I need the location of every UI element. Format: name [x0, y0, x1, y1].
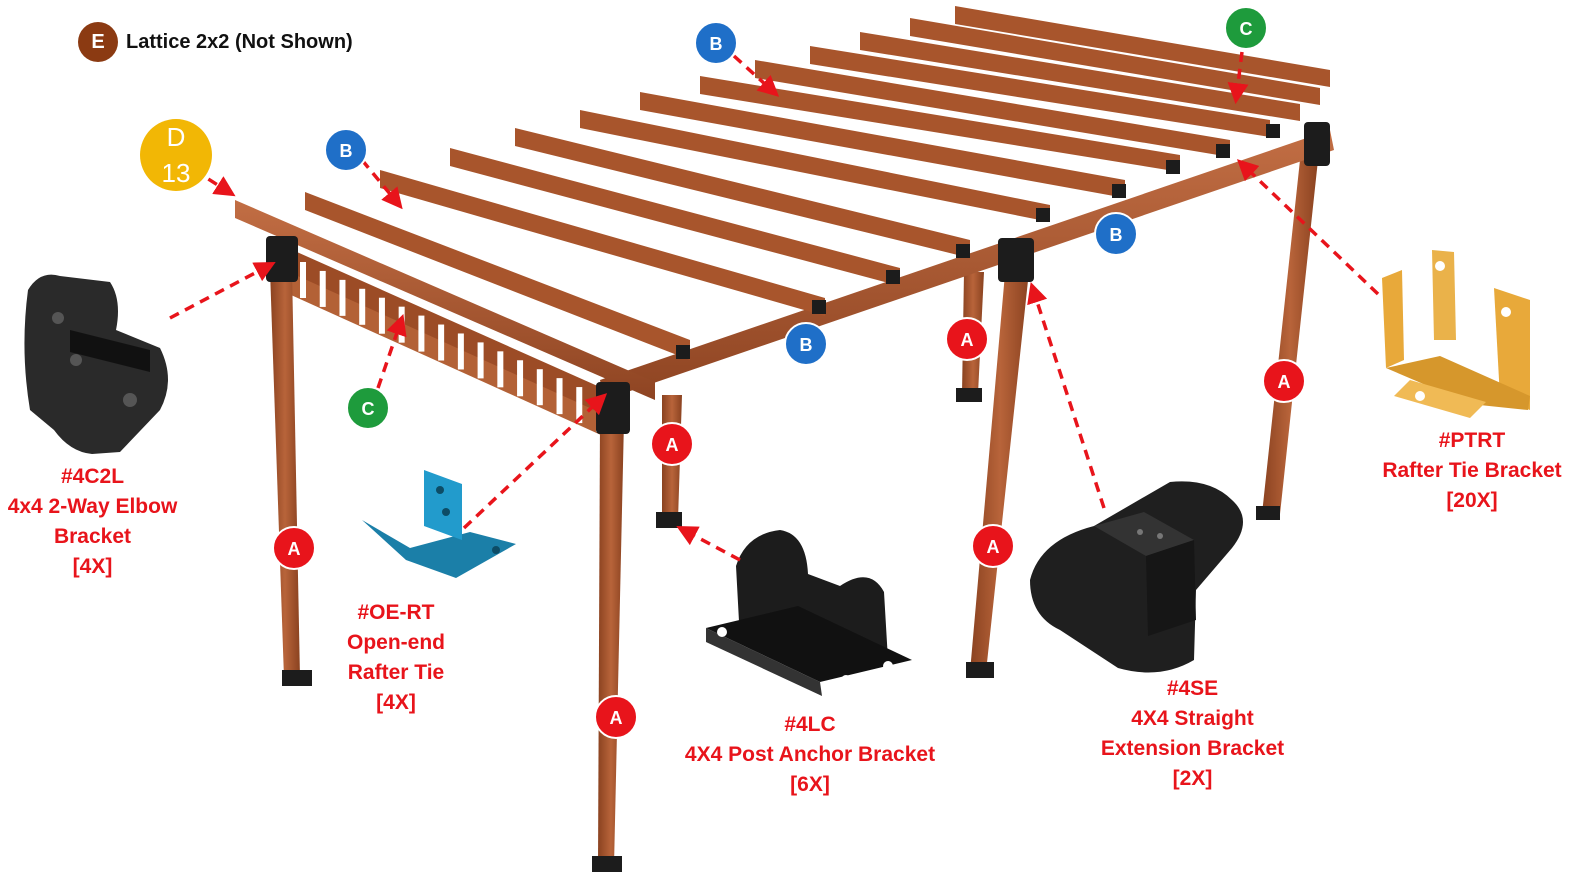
badge-d: D 13	[140, 119, 212, 191]
label-post-anchor-bracket: #4LC 4X4 Post Anchor Bracket [6X]	[670, 710, 950, 800]
label-elbow-bracket: #4C2L 4x4 2-Way Elbow Bracket [4X]	[0, 462, 185, 582]
label-open-end-name-2: Rafter Tie	[347, 661, 445, 684]
badges-c: CC	[346, 6, 1268, 430]
beam-back	[600, 130, 1334, 400]
lattice-gap	[359, 288, 366, 325]
badge-b-letter: B	[340, 141, 353, 161]
lattice-gap	[457, 333, 464, 370]
label-rafter-tie-code: #PTRT	[1438, 429, 1506, 452]
lattice-gap	[477, 342, 484, 379]
leader-arrows	[169, 51, 1380, 562]
label-post-anchor-name-1: 4X4 Post Anchor Bracket	[684, 743, 936, 766]
badge-b-circle	[324, 128, 368, 172]
label-open-end-code: #OE-RT	[357, 601, 435, 624]
badge-a-letter: A	[1278, 372, 1291, 392]
label-post-anchor-code: #4LC	[784, 713, 836, 736]
badge-d-letter: D	[167, 122, 186, 152]
badge-a-circle	[945, 317, 989, 361]
straight-extension-bracket-image	[1030, 481, 1243, 673]
badge-a-letter: A	[666, 435, 679, 455]
label-elbow-name-1: 4x4 2-Way Elbow	[7, 495, 178, 518]
badge-b-letter: B	[1110, 225, 1123, 245]
badge-b-circle	[784, 322, 828, 366]
rafters	[305, 6, 1330, 360]
lattice-gap	[576, 387, 583, 424]
badge-a-letter: A	[288, 539, 301, 559]
label-open-end-rafter-tie: #OE-RT Open-end Rafter Tie [4X]	[320, 598, 472, 718]
badge-a-letter: A	[961, 330, 974, 350]
label-straight-ext-name-2: Extension Bracket	[1100, 737, 1285, 760]
elbow-bracket-image	[24, 274, 169, 454]
legend-badge-e: E	[78, 22, 118, 62]
lattice-gap	[497, 351, 504, 388]
open-end-rafter-tie-image	[362, 470, 516, 578]
badge-a-circle	[1262, 359, 1306, 403]
label-straight-extension-bracket: #4SE 4X4 Straight Extension Bracket [2X]	[1090, 674, 1295, 794]
badge-c-circle	[346, 386, 390, 430]
lattice-gap	[339, 279, 346, 316]
label-straight-ext-code: #4SE	[1166, 677, 1219, 700]
label-rafter-tie-qty: [20X]	[1446, 489, 1498, 512]
lattice-gap	[378, 297, 385, 334]
label-open-end-qty: [4X]	[376, 691, 416, 714]
lattice-gap	[418, 315, 425, 352]
label-straight-ext-qty: [2X]	[1172, 767, 1213, 790]
label-elbow-qty: [4X]	[72, 555, 113, 578]
badge-a-circle	[971, 524, 1015, 568]
label-post-anchor-qty: [6X]	[790, 773, 830, 796]
label-elbow-code: #4C2L	[60, 465, 125, 488]
badge-c-circle	[1224, 6, 1268, 50]
label-rafter-tie-name-1: Rafter Tie Bracket	[1382, 459, 1562, 482]
badge-a-circle	[272, 526, 316, 570]
badge-b-circle	[1094, 212, 1138, 256]
lattice-gap	[536, 369, 543, 406]
badge-d-count: 13	[162, 158, 191, 188]
badge-a-circle	[650, 422, 694, 466]
rafter-tie-bracket-image	[1382, 250, 1530, 418]
legend: E Lattice 2x2 (Not Shown)	[78, 22, 353, 62]
lattice-gap	[517, 360, 524, 397]
label-rafter-tie-bracket: #PTRT Rafter Tie Bracket [20X]	[1370, 426, 1574, 516]
lattice-gap	[438, 324, 445, 361]
badge-a-letter: A	[610, 708, 623, 728]
posts-front	[270, 262, 1030, 872]
label-elbow-name-2: Bracket	[53, 525, 132, 548]
badge-a-circle	[594, 695, 638, 739]
label-straight-ext-name-1: 4X4 Straight	[1131, 707, 1254, 730]
badges-a: A A A A A A	[272, 317, 1306, 739]
badge-b-letter: B	[800, 335, 813, 355]
badge-c-letter: C	[1240, 19, 1253, 39]
label-open-end-name-1: Open-end	[347, 631, 445, 654]
badges-b: B B B B	[324, 21, 1138, 366]
badge-a-letter: A	[987, 537, 1000, 557]
badge-c-letter: C	[362, 399, 375, 419]
lattice-gap	[556, 378, 563, 415]
badge-b-circle	[694, 21, 738, 65]
post-anchor-bracket-image	[706, 530, 912, 696]
lattice-gap	[300, 262, 306, 298]
lattice-gap	[319, 270, 326, 307]
lattice-gap	[398, 306, 405, 343]
legend-text: Lattice 2x2 (Not Shown)	[126, 30, 353, 53]
badge-b-letter: B	[710, 34, 723, 54]
